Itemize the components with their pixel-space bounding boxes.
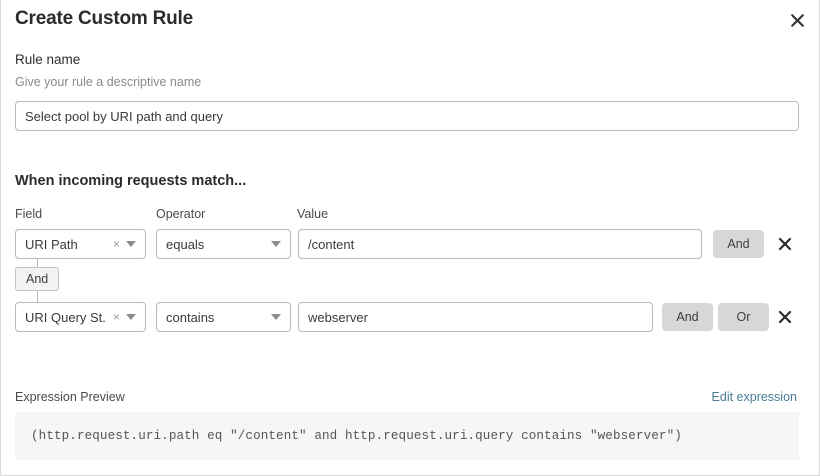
clear-icon[interactable]: × bbox=[112, 237, 120, 251]
field-select-row-2-value: URI Query St... bbox=[25, 309, 107, 325]
edit-expression-link[interactable]: Edit expression bbox=[711, 390, 797, 404]
rule-name-label: Rule name bbox=[15, 52, 81, 67]
chevron-down-icon bbox=[271, 314, 281, 320]
or-button-row-2[interactable]: Or bbox=[718, 303, 769, 331]
value-input-row-2[interactable] bbox=[298, 302, 653, 332]
operator-select-row-2[interactable]: contains bbox=[156, 302, 291, 332]
column-header-field: Field bbox=[15, 207, 43, 221]
rule-name-help-text: Give your rule a descriptive name bbox=[15, 75, 202, 89]
expression-preview-box: (http.request.uri.path eq "/content" and… bbox=[15, 412, 799, 460]
and-button-row-1[interactable]: And bbox=[713, 230, 764, 258]
connector-and-badge[interactable]: And bbox=[15, 267, 60, 291]
chevron-down-icon bbox=[271, 241, 281, 247]
field-select-row-1-value: URI Path bbox=[25, 236, 78, 252]
page-title: Create Custom Rule bbox=[15, 8, 193, 29]
expression-preview-label: Expression Preview bbox=[15, 390, 125, 404]
operator-select-row-1[interactable]: equals bbox=[156, 229, 291, 259]
close-icon-glyph bbox=[790, 13, 804, 27]
delete-row-1-button[interactable] bbox=[774, 233, 796, 255]
expression-preview-text: (http.request.uri.path eq "/content" and… bbox=[31, 429, 682, 443]
close-icon-glyph bbox=[778, 310, 792, 324]
field-select-row-2[interactable]: URI Query St... × bbox=[15, 302, 146, 332]
value-input-row-1[interactable] bbox=[298, 229, 702, 259]
operator-select-row-1-value: equals bbox=[166, 236, 205, 252]
delete-row-2-button[interactable] bbox=[774, 306, 796, 328]
clear-icon[interactable]: × bbox=[112, 310, 120, 324]
rule-name-input[interactable] bbox=[15, 101, 799, 131]
close-icon-glyph bbox=[778, 237, 792, 251]
close-icon[interactable] bbox=[785, 8, 809, 32]
column-header-operator: Operator bbox=[156, 207, 206, 221]
chevron-down-icon bbox=[126, 241, 136, 247]
and-button-row-2[interactable]: And bbox=[662, 303, 713, 331]
match-section-heading: When incoming requests match... bbox=[15, 173, 247, 189]
operator-select-row-2-value: contains bbox=[166, 309, 215, 325]
chevron-down-icon bbox=[126, 314, 136, 320]
field-select-row-1[interactable]: URI Path × bbox=[15, 229, 146, 259]
column-header-value: Value bbox=[297, 207, 329, 221]
